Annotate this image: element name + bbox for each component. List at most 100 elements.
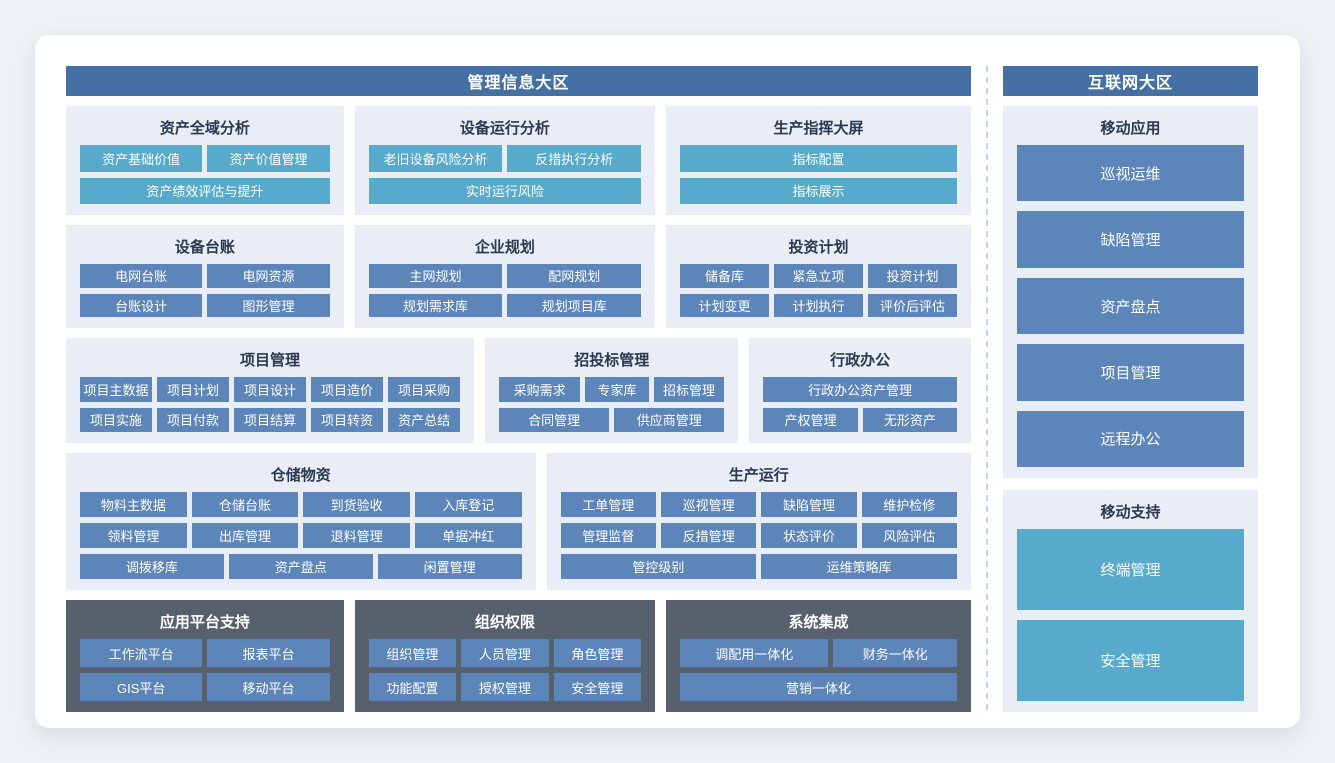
module-button[interactable]: 电网台账 (80, 264, 203, 288)
button-row: 组织管理人员管理角色管理 (368, 639, 642, 667)
module-button[interactable]: 安全管理 (1017, 620, 1244, 701)
module-button[interactable]: 风险评估 (861, 523, 957, 548)
internet-zone: 互联网大区 移动应用巡视运维缺陷管理资产盘点项目管理远程办公移动支持终端管理安全… (1003, 66, 1258, 712)
module-button[interactable]: 闲置管理 (377, 554, 522, 579)
module-button[interactable]: 领料管理 (80, 523, 187, 548)
module-button[interactable]: 产权管理 (763, 407, 858, 432)
section-body: 指标配置指标展示 (680, 145, 957, 204)
module-button[interactable]: 主网规划 (368, 264, 503, 288)
section-title: 设备台账 (174, 239, 235, 256)
module-button[interactable]: 规划项目库 (507, 293, 642, 317)
module-button[interactable]: 资产盘点 (228, 554, 373, 579)
module-button[interactable]: 配网规划 (507, 264, 642, 288)
module-button[interactable]: 反措管理 (660, 523, 757, 548)
module-button[interactable]: 调配用一体化 (680, 639, 829, 667)
button-row: 项目实施项目付款项目结算项目转资资产总结 (80, 407, 461, 432)
module-button[interactable]: 安全管理 (553, 673, 642, 701)
module-button[interactable]: 授权管理 (461, 673, 549, 701)
module-button[interactable]: 管理监督 (560, 523, 656, 548)
module-button[interactable]: 物料主数据 (80, 492, 187, 517)
section-title: 系统集成 (788, 614, 849, 631)
module-button[interactable]: 退料管理 (303, 523, 410, 548)
module-button[interactable]: 行政办公资产管理 (763, 377, 957, 402)
button-row: 物料主数据仓储台账到货验收入库登记 (80, 492, 522, 517)
module-button[interactable]: 招标管理 (653, 377, 725, 402)
module-button[interactable]: 仓储台账 (191, 492, 299, 517)
module-button[interactable]: 终端管理 (1017, 529, 1244, 610)
module-button[interactable]: 老旧设备风险分析 (368, 145, 503, 172)
module-button[interactable]: 反措执行分析 (507, 145, 642, 172)
module-button[interactable]: 资产绩效评估与提升 (80, 177, 330, 204)
module-button[interactable]: 运维策略库 (761, 554, 958, 579)
module-button[interactable]: 项目主数据 (80, 377, 153, 402)
module-button[interactable]: 工单管理 (560, 492, 656, 517)
module-button[interactable]: 出库管理 (191, 523, 299, 548)
module-button[interactable]: 财务一体化 (833, 639, 957, 667)
section: 资产全域分析资产基础价值资产价值管理资产绩效评估与提升 (66, 106, 344, 215)
module-button[interactable]: 人员管理 (461, 639, 549, 667)
module-button[interactable]: 项目管理 (1017, 344, 1244, 401)
module-button[interactable]: GIS平台 (80, 673, 203, 701)
module-button[interactable]: 计划变更 (680, 293, 770, 317)
module-button[interactable]: 指标配置 (680, 145, 957, 172)
module-button[interactable]: 项目采购 (388, 377, 461, 402)
module-button[interactable]: 供应商管理 (614, 407, 725, 432)
module-button[interactable]: 项目设计 (234, 377, 307, 402)
module-button[interactable]: 资产总结 (388, 407, 461, 432)
section-body: 主网规划配网规划规划需求库规划项目库 (368, 264, 642, 317)
module-button[interactable]: 资产盘点 (1017, 277, 1244, 335)
module-button[interactable]: 缺陷管理 (1017, 211, 1244, 268)
module-button[interactable]: 采购需求 (499, 377, 581, 402)
module-button[interactable]: 指标展示 (680, 177, 957, 204)
section-title: 移动支持 (1100, 504, 1161, 521)
module-button[interactable]: 资产基础价值 (80, 145, 203, 172)
module-button[interactable]: 移动平台 (207, 673, 330, 701)
module-button[interactable]: 资产价值管理 (207, 145, 330, 172)
module-button[interactable]: 功能配置 (368, 673, 457, 701)
section-title: 生产指挥大屏 (773, 120, 864, 137)
module-button[interactable]: 实时运行风险 (368, 177, 642, 204)
module-button[interactable]: 状态评价 (761, 523, 857, 548)
module-button[interactable]: 无形资产 (862, 407, 958, 432)
button-row: 管理监督反措管理状态评价风险评估 (560, 523, 957, 548)
module-button[interactable]: 营销一体化 (680, 673, 957, 701)
module-button[interactable]: 缺陷管理 (761, 492, 857, 517)
module-button[interactable]: 评价后评估 (868, 293, 957, 317)
module-button[interactable]: 规划需求库 (368, 293, 503, 317)
module-button[interactable]: 项目付款 (157, 407, 230, 432)
architecture-card: 管理信息大区 资产全域分析资产基础价值资产价值管理资产绩效评估与提升设备运行分析… (35, 35, 1300, 728)
module-button[interactable]: 入库登记 (414, 492, 522, 517)
module-button[interactable]: 储备库 (680, 264, 770, 288)
button-row: 管控级别运维策略库 (560, 554, 958, 579)
module-button[interactable]: 项目结算 (234, 407, 307, 432)
module-button[interactable]: 单据冲红 (414, 523, 522, 548)
section-title: 移动应用 (1100, 120, 1161, 137)
module-button[interactable]: 报表平台 (207, 639, 330, 667)
module-button[interactable]: 台账设计 (80, 293, 203, 317)
module-button[interactable]: 角色管理 (553, 639, 642, 667)
module-button[interactable]: 工作流平台 (80, 639, 203, 667)
module-button[interactable]: 专家库 (585, 377, 649, 402)
section: 移动应用巡视运维缺陷管理资产盘点项目管理远程办公 (1003, 106, 1258, 478)
module-button[interactable]: 维护检修 (861, 492, 957, 517)
module-button[interactable]: 远程办公 (1017, 410, 1244, 468)
module-button[interactable]: 巡视管理 (660, 492, 757, 517)
module-button[interactable]: 到货验收 (303, 492, 410, 517)
module-button[interactable]: 电网资源 (207, 264, 330, 288)
module-button[interactable]: 合同管理 (499, 407, 610, 432)
module-button[interactable]: 项目造价 (311, 377, 384, 402)
module-button[interactable]: 图形管理 (207, 293, 330, 317)
module-button[interactable]: 组织管理 (368, 639, 457, 667)
module-button[interactable]: 项目计划 (157, 377, 230, 402)
module-button[interactable]: 项目实施 (80, 407, 153, 432)
module-button[interactable]: 计划执行 (774, 293, 864, 317)
module-button[interactable]: 巡视运维 (1017, 145, 1244, 202)
module-button[interactable]: 投资计划 (868, 264, 957, 288)
module-button[interactable]: 管控级别 (560, 554, 757, 579)
module-button[interactable]: 项目转资 (311, 407, 384, 432)
section-body: 终端管理安全管理 (1017, 529, 1244, 701)
module-button[interactable]: 紧急立项 (774, 264, 864, 288)
module-button[interactable]: 调拨移库 (80, 554, 224, 579)
